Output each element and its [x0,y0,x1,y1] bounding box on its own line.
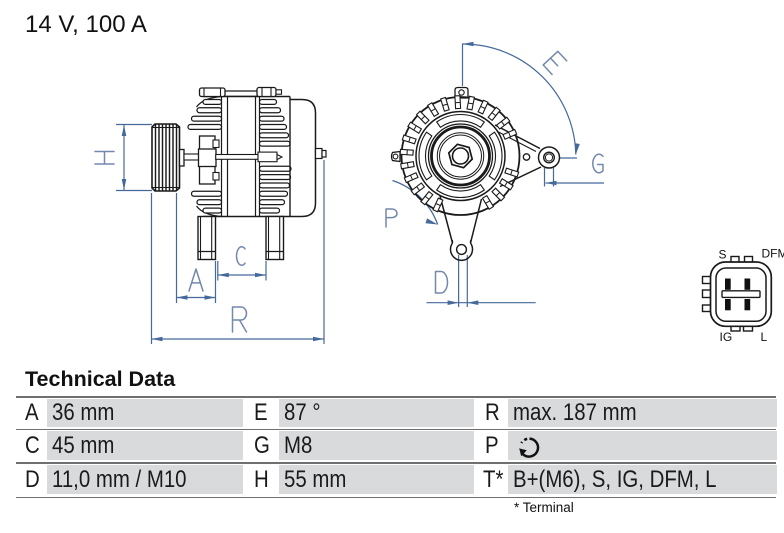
svg-text:L: L [761,330,768,344]
svg-text:IG: IG [720,330,733,344]
svg-text:DFM: DFM [762,247,784,261]
svg-text:S: S [719,247,727,261]
